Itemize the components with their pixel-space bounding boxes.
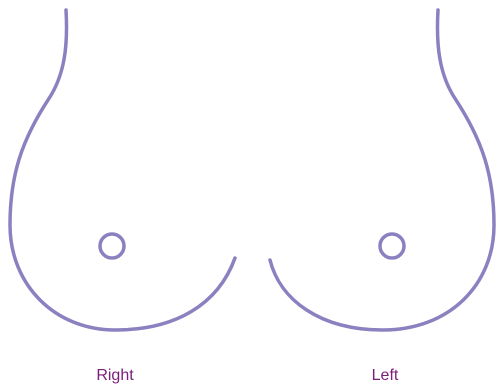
right-nipple-marker — [100, 234, 124, 258]
right-side-label: Right — [80, 366, 150, 386]
left-side-label: Left — [350, 366, 420, 386]
right-breast-outer-contour — [10, 10, 235, 330]
left-breast-outer-contour — [270, 10, 494, 330]
left-nipple-marker — [380, 234, 404, 258]
